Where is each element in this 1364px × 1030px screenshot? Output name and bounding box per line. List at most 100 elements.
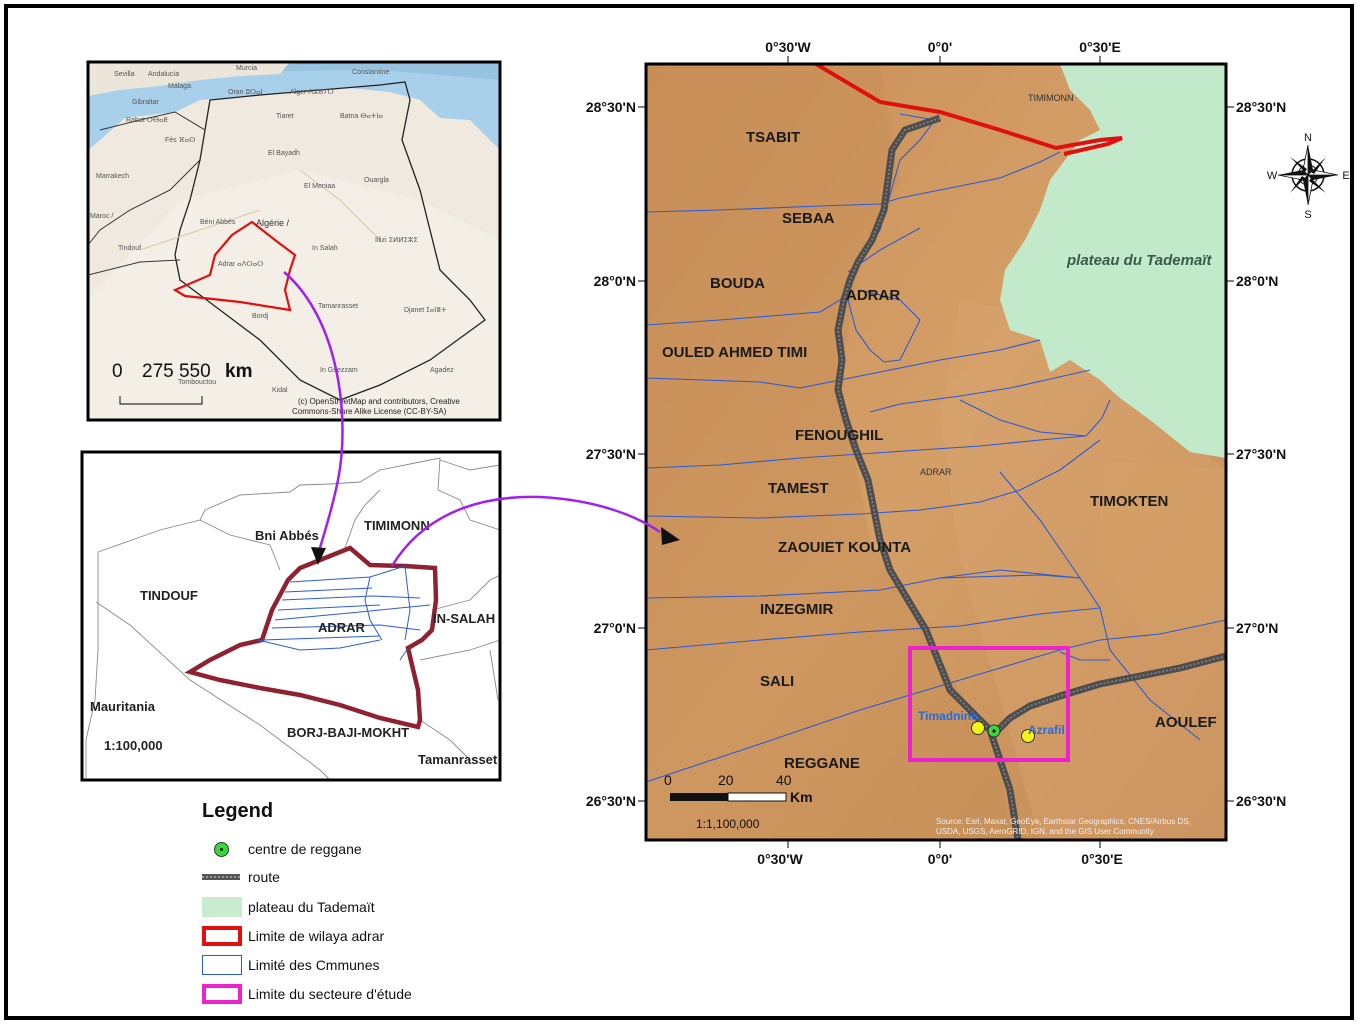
lon-bottom-30w: 0°30'W: [757, 851, 803, 867]
osm-label-tindouf: Tindouf: [118, 245, 141, 252]
azrafil-point: [1021, 729, 1035, 743]
osm-label-insalah: In Salah: [312, 245, 338, 252]
region-inset: Bni Abbés TIMIMONN TINDOUF ADRAR IN-SALA…: [82, 452, 500, 780]
osm-label-marrakech: Marrakech: [96, 173, 129, 180]
lat-left-2730: 27°30'N: [586, 446, 636, 462]
connector-arrowhead-overview: [311, 547, 326, 565]
osm-label-inguezzam: In Guezzam: [320, 367, 358, 374]
compass-w: W: [1267, 170, 1278, 182]
lat-left-2800: 28°0'N: [594, 273, 636, 289]
commune-label-fenoughil: FENOUGHIL: [795, 427, 883, 444]
lon-top-30w: 0°30'W: [765, 39, 811, 55]
overview-scale-values: 275 550: [142, 361, 211, 382]
north-arrow-icon: N S E W: [1267, 132, 1350, 221]
overview-scale-bar: [119, 396, 203, 405]
lat-right-2730: 27°30'N: [1236, 446, 1286, 462]
map-frame: [4, 4, 1354, 1020]
osm-label-adrar: Adrar ⴰⴷⵔⴰⵔ: [218, 261, 263, 268]
imagery-source-line1: Source: Esri, Maxar, GeoEye, Earthstar G…: [936, 817, 1191, 826]
osm-label-elmenia: El Meniaa: [304, 183, 335, 190]
osm-label-alger: Alger ⴷⵣⴰⵢⵔ: [290, 89, 334, 96]
region-label-timimoun: TIMIMONN: [364, 518, 430, 533]
commune-outline-icon: [200, 954, 244, 976]
osm-label-oran: Oran ⵓⵔⴰⵏ: [228, 89, 263, 96]
region-label-mauritania: Mauritania: [90, 699, 156, 714]
osm-label-constantine: Constantine: [352, 69, 389, 76]
overview-scale-zero: 0: [112, 361, 123, 382]
commune-label-ouled: OULED AHMED TIMI: [662, 344, 807, 361]
main-scale-bar-black: [670, 793, 728, 801]
commune-label-aoulef: AOULEF: [1155, 714, 1217, 731]
overview-inset: Sevilla Andalucía Murcia Constantine Mál…: [88, 62, 500, 420]
lat-left-2830: 28°30'N: [586, 99, 636, 115]
region-label-insalah: IN-SALAH: [433, 611, 495, 626]
legend-label-reggane: centre de reggane: [248, 841, 362, 857]
timadnine-point: [971, 721, 985, 735]
commune-label-adrar: ADRAR: [846, 287, 900, 304]
town-label-adrar: ADRAR: [920, 467, 952, 477]
legend-label-study: Limite du secteure d'étude: [248, 986, 412, 1002]
legend-title: Legend: [202, 800, 274, 822]
osm-label-murcia: Murcia: [236, 65, 257, 72]
region-scale-ratio: 1:100,000: [104, 738, 163, 753]
osm-attribution-line1: (c) OpenStreetMap and contributors, Crea…: [298, 397, 460, 406]
osm-label-bordj: Bordj: [252, 313, 269, 320]
lat-right-2830: 28°30'N: [1236, 99, 1286, 115]
legend-label-plateau: plateau du Tademaït: [248, 899, 375, 915]
imagery-source-line2: USDA, USGS, AeroGRID, IGN, and the GIS U…: [936, 827, 1154, 836]
connector-arrowhead-region: [661, 527, 680, 545]
connector-arrow-region: [390, 495, 661, 567]
main-scale-unit: Km: [790, 789, 813, 805]
route-east: [993, 652, 1226, 735]
lat-right-2800: 28°0'N: [1236, 273, 1278, 289]
green-point-icon: [200, 838, 244, 860]
study-area-outline-icon: [200, 983, 244, 1005]
compass-s: S: [1304, 209, 1311, 221]
lat-right-2630: 26°30'N: [1236, 793, 1286, 809]
main-scale-tick-40: 40: [776, 772, 792, 788]
legend-item-communes: Limité des Cmmunes: [200, 954, 380, 976]
osm-label-maroc: Maroc /: [90, 213, 113, 220]
region-inset-border: [80, 450, 502, 782]
region-label-tindouf: TINDOUF: [140, 588, 198, 603]
lon-bottom-0: 0°0': [928, 851, 953, 867]
osm-label-sevilla: Sevilla: [114, 71, 135, 78]
compass-n: N: [1304, 132, 1312, 144]
wilaya-border: [814, 64, 1123, 156]
osm-label-illizi: Illizi ⵉⵍⵍⵉⵣⵉ: [375, 237, 418, 244]
osm-label-rabat: Rabat ⵔⴱⴰⵟ: [126, 117, 168, 124]
legend-item-plateau: plateau du Tademaït: [200, 896, 375, 918]
town-label-timimonn: TIMIMONN: [1028, 93, 1074, 103]
osm-label-fes: Fès ⴼⴰⵙ: [165, 137, 195, 144]
lon-top-0: 0°0': [928, 39, 953, 55]
commune-label-sebaa: SEBAA: [782, 210, 835, 227]
legend-label-route: route: [248, 869, 280, 885]
main-map: TSABIT SEBAA BOUDA ADRAR OULED AHMED TIM…: [646, 64, 1226, 840]
plateau-label: plateau du Tademaït: [1066, 252, 1212, 269]
road-line-icon: [200, 866, 244, 888]
lat-right-2700: 27°0'N: [1236, 620, 1278, 636]
plateau-fill-icon: [200, 896, 244, 918]
commune-label-zaouiet: ZAOUIET KOUNTA: [778, 539, 911, 556]
main-scale-tick-0: 0: [664, 772, 672, 788]
commune-label-sali: SALI: [760, 673, 794, 690]
main-scale-bar-white: [727, 792, 787, 802]
legend-item-route: route: [200, 866, 280, 888]
legend-item-reggane: centre de reggane: [200, 838, 362, 860]
main-scale-tick-20: 20: [718, 772, 734, 788]
osm-label-tiaret: Tiaret: [276, 113, 294, 120]
legend-item-wilaya: Limite de wilaya adrar: [200, 925, 384, 947]
commune-label-tamest: TAMEST: [768, 480, 829, 497]
osm-label-ouargla: Ouargla: [364, 177, 389, 184]
osm-label-agadez: Agadez: [430, 367, 454, 374]
main-scale-ratio: 1:1,100,000: [696, 817, 760, 831]
connector-arrow-overview: [283, 271, 344, 556]
osm-label-djanet: Djanet ⵊⴰⵏⴻⵜ: [404, 307, 447, 314]
commune-label-tsabit: TSABIT: [746, 129, 800, 146]
lon-top-30e: 0°30'E: [1079, 39, 1121, 55]
lat-left-2630: 26°30'N: [586, 793, 636, 809]
osm-label-elbayadh: El Bayadh: [268, 150, 300, 157]
commune-label-reggane: REGGANE: [784, 755, 860, 772]
main-map-border: [644, 62, 1228, 842]
legend-label-wilaya: Limite de wilaya adrar: [248, 928, 385, 944]
